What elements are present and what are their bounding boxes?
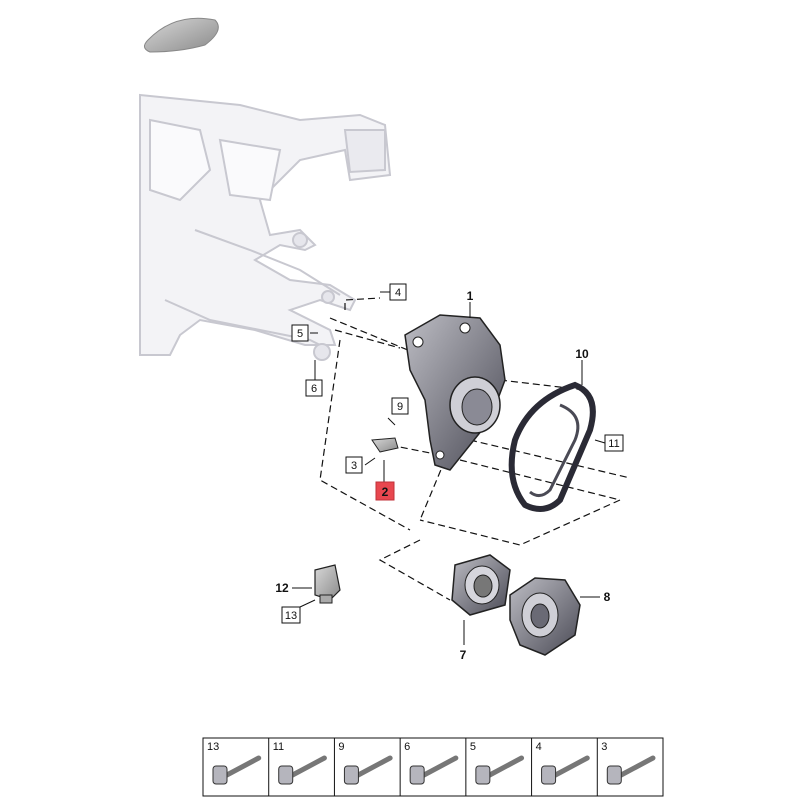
hardware-cell-number: 11 — [273, 741, 284, 753]
callout-5[interactable]: 5 — [291, 324, 309, 342]
callout-7[interactable]: 7 — [460, 648, 467, 662]
svg-text:13: 13 — [285, 610, 297, 622]
svg-text:11: 11 — [608, 438, 619, 450]
bolt-icon — [541, 755, 590, 785]
hardware-cell-number: 9 — [338, 741, 344, 753]
callout-2-highlighted[interactable]: 2 — [375, 481, 395, 501]
callout-8[interactable]: 8 — [604, 590, 611, 604]
wheel-bearing-part-7 — [451, 554, 511, 616]
hardware-cell-number: 5 — [470, 741, 476, 753]
callout-12[interactable]: 12 — [275, 581, 289, 595]
wheel-flange-part-8 — [509, 577, 581, 656]
bolt-icon — [212, 755, 262, 785]
hardware-cell-9[interactable]: 9 — [333, 738, 393, 796]
callout-6[interactable]: 6 — [305, 379, 323, 397]
svg-text:4: 4 — [395, 287, 401, 299]
sensor-part-12 — [314, 564, 341, 604]
hardware-cell-6[interactable]: 6 — [399, 738, 459, 796]
hardware-cell-number: 4 — [536, 741, 542, 753]
callout-1[interactable]: 1 — [467, 289, 474, 303]
thumbnail-part-icon — [144, 17, 219, 53]
bolt-icon — [475, 755, 525, 785]
clip-part-2 — [371, 437, 399, 453]
bolt-icon — [343, 755, 393, 785]
callout-13[interactable]: 13 — [281, 606, 301, 624]
subframe-ghost — [139, 93, 392, 361]
callout-9[interactable]: 9 — [391, 397, 409, 415]
hardware-cell-3[interactable]: 3 — [596, 738, 656, 796]
callout-10[interactable]: 10 — [575, 347, 589, 361]
callout-4[interactable]: 4 — [389, 283, 407, 301]
hardware-cell-number: 3 — [601, 741, 607, 753]
svg-text:9: 9 — [397, 401, 403, 413]
hardware-cell-number: 6 — [404, 741, 410, 753]
hardware-cell-11[interactable]: 11 — [268, 738, 327, 796]
hardware-cell-4[interactable]: 4 — [531, 738, 590, 796]
bolt-icon — [409, 755, 459, 785]
assembly-dashed-lines — [319, 297, 631, 601]
svg-text:6: 6 — [311, 383, 317, 395]
highlight-box — [375, 481, 395, 501]
bolt-icon — [606, 755, 656, 785]
brake-dust-shield-part-10 — [508, 381, 596, 512]
leader-lines — [292, 291, 606, 645]
callout-11[interactable]: 11 — [604, 434, 624, 452]
svg-text:3: 3 — [351, 460, 357, 472]
hardware-cell-number: 13 — [207, 741, 219, 753]
bolt-icon — [278, 755, 327, 785]
callout-3[interactable]: 3 — [345, 456, 363, 474]
svg-text:5: 5 — [297, 328, 303, 340]
wheel-carrier-part-1 — [404, 314, 506, 471]
svg-text:2: 2 — [382, 485, 389, 499]
hardware-table: 13 11 9 6 5 4 3 — [202, 737, 664, 797]
hardware-cell-5[interactable]: 5 — [465, 738, 525, 796]
hardware-cell-13[interactable]: 13 — [207, 741, 262, 785]
